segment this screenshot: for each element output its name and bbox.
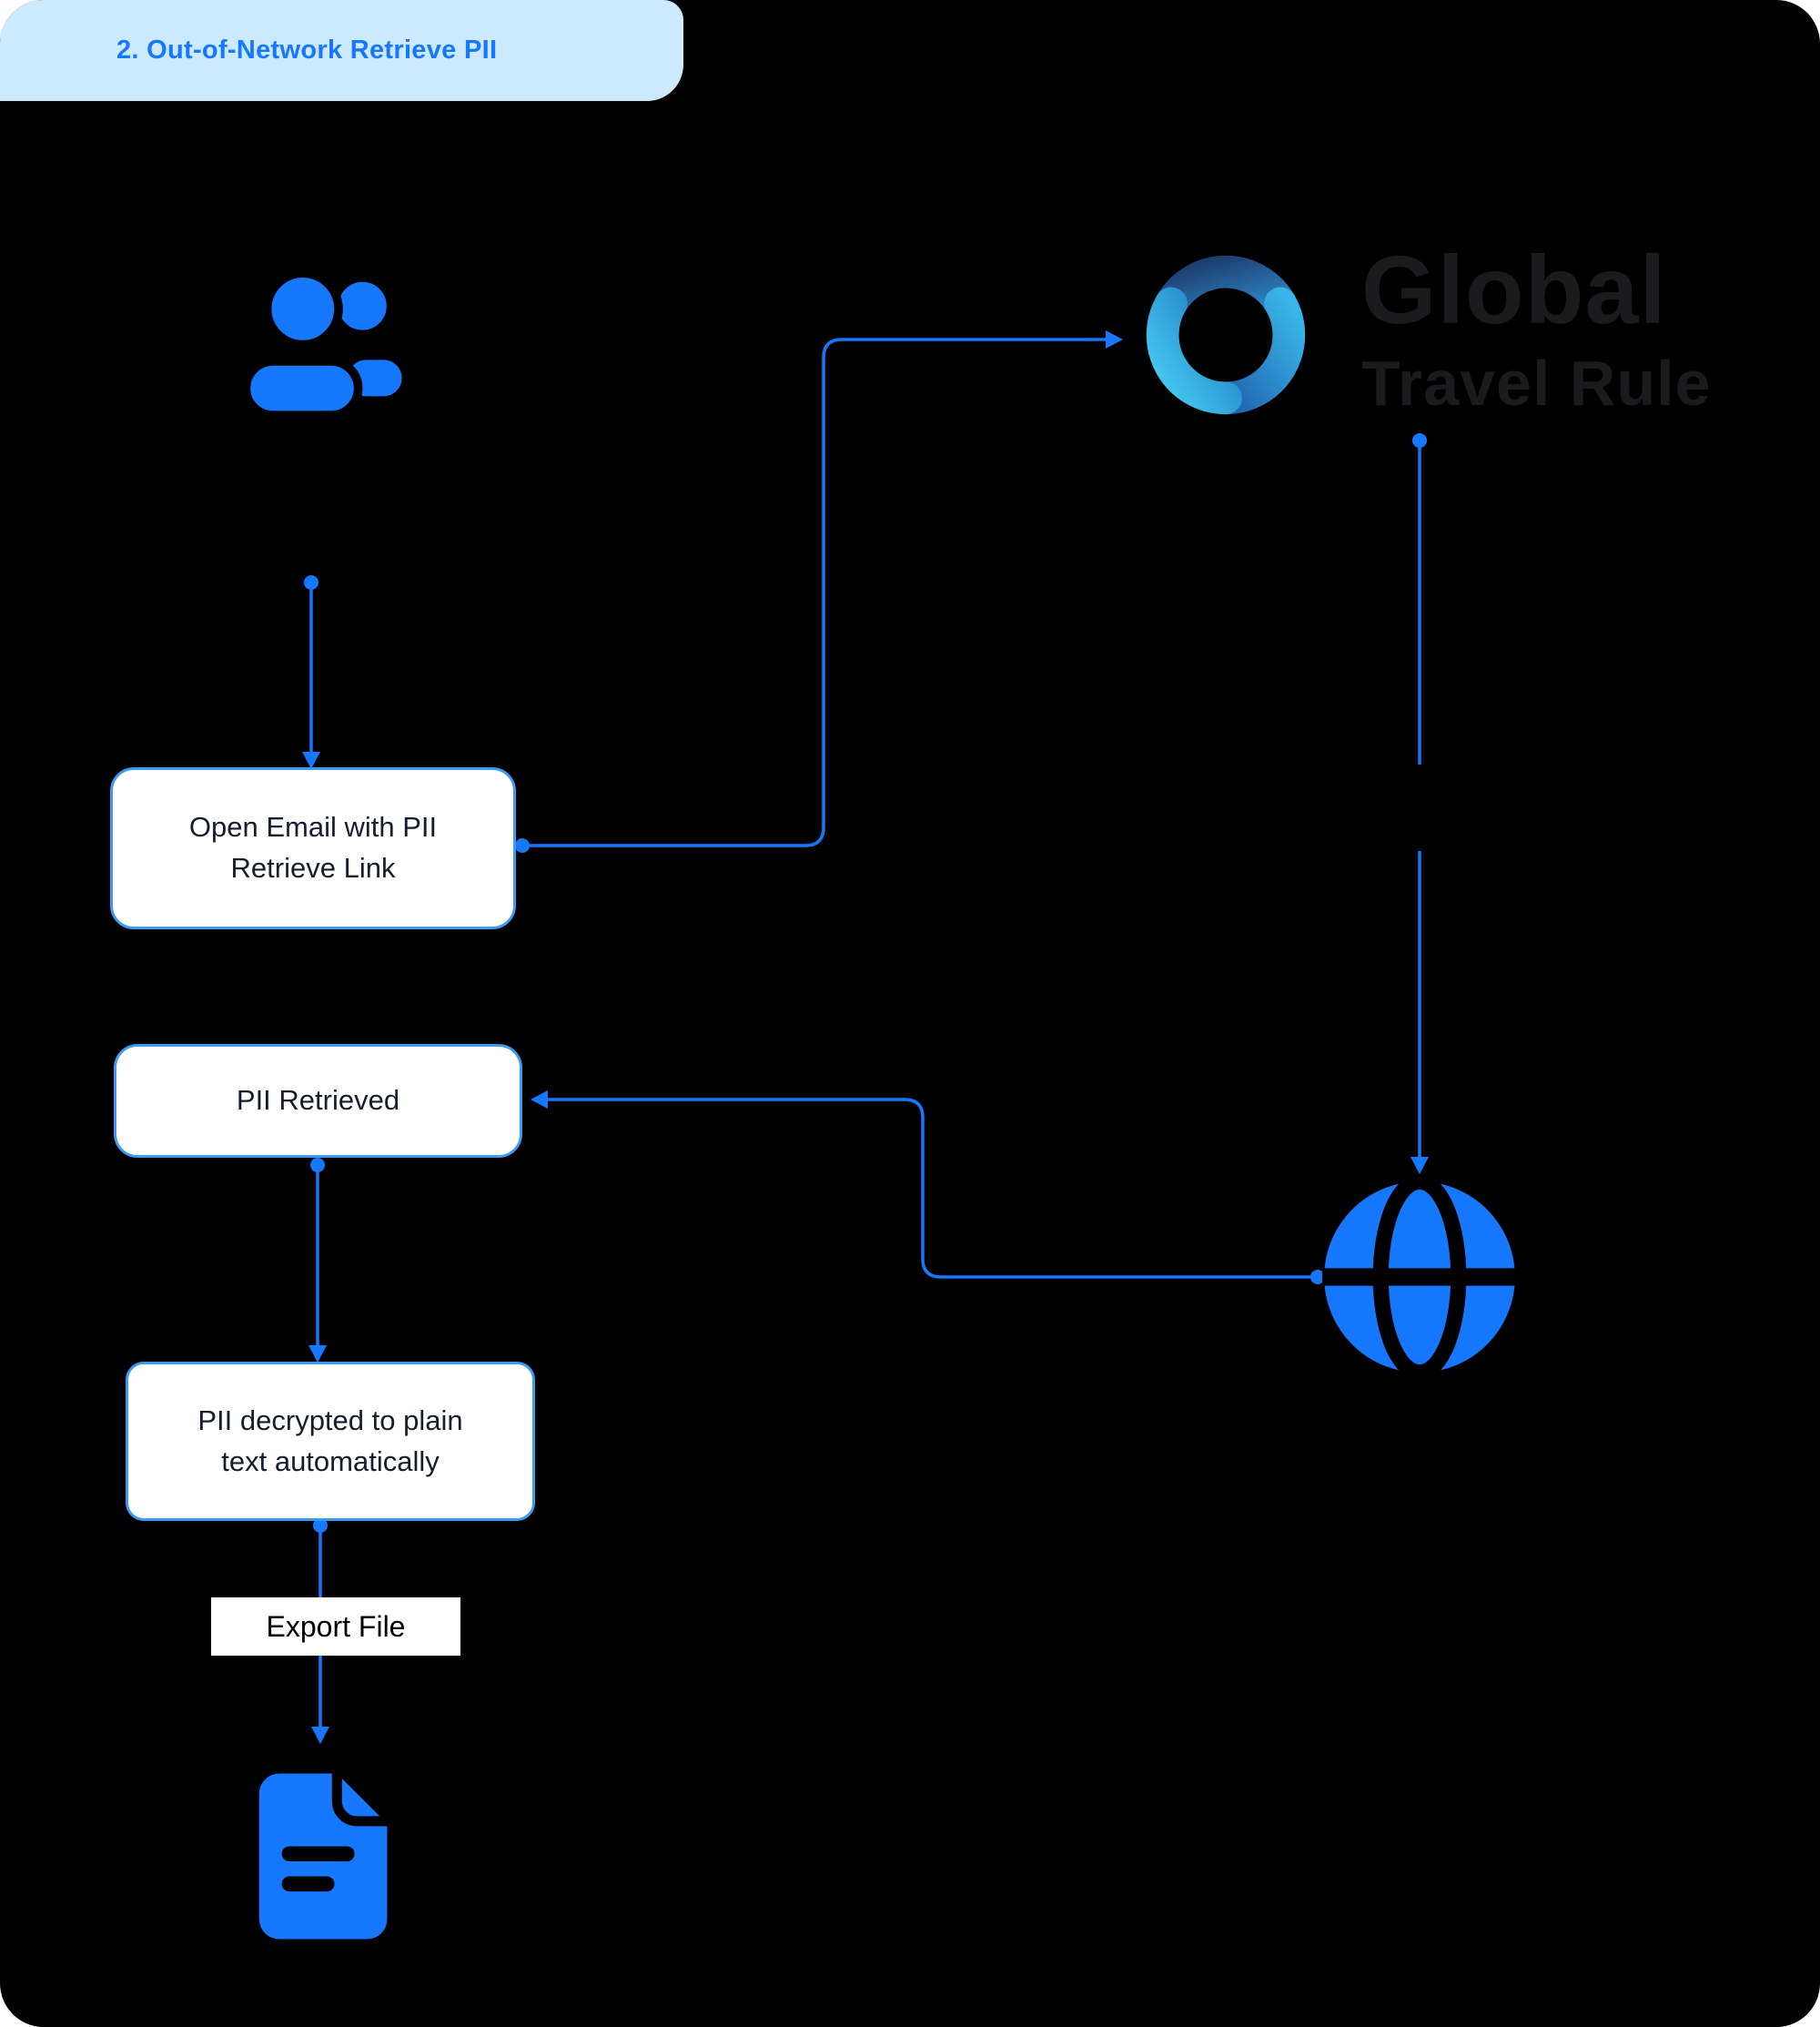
node-open-email-line1: Open Email with PII: [188, 811, 438, 844]
gtr-logo-icon: [1146, 255, 1306, 415]
connector-openemail-to-gtr: [521, 338, 1108, 847]
export-file-label: Export File: [211, 1597, 460, 1656]
node-open-email-line2: Retrieve Link: [230, 852, 396, 884]
arrowhead-down: [311, 1727, 329, 1744]
gtr-logo-text: Global Travel Rule: [1361, 242, 1712, 415]
arrowhead-right: [1106, 330, 1123, 349]
connector-dot: [310, 1158, 325, 1172]
connector-dot: [515, 838, 530, 853]
arrowhead-down: [308, 1345, 327, 1363]
file-document-icon: [258, 1769, 392, 1940]
connector-dot: [304, 575, 318, 590]
node-pii-retrieved-label: PII Retrieved: [236, 1084, 400, 1117]
connector-dot: [1412, 433, 1427, 448]
header-tab-label: 2. Out-of-Network Retrieve PII: [116, 35, 498, 65]
gtr-logo-subtitle: Travel Rule: [1361, 348, 1712, 419]
node-pii-decrypted-line1: PII decrypted to plain: [197, 1404, 463, 1436]
users-icon: [241, 269, 411, 421]
arrowhead-down: [1410, 1157, 1429, 1174]
arrowhead-left: [531, 1090, 548, 1109]
gtr-logo-title: Global: [1361, 237, 1667, 344]
node-open-email: Open Email with PII Retrieve Link: [110, 767, 516, 929]
header-tab: 2. Out-of-Network Retrieve PII: [0, 0, 683, 101]
node-pii-decrypted: PII decrypted to plain text automaticall…: [126, 1362, 535, 1521]
hidden-label-block: [1372, 765, 1467, 851]
connector-globe-to-piiretrieved: [545, 1098, 1316, 1279]
node-pii-decrypted-line2: text automatically: [221, 1444, 440, 1477]
globe-icon: [1322, 1180, 1517, 1374]
node-pii-retrieved: PII Retrieved: [114, 1044, 522, 1158]
export-file-label-text: Export File: [266, 1609, 406, 1643]
